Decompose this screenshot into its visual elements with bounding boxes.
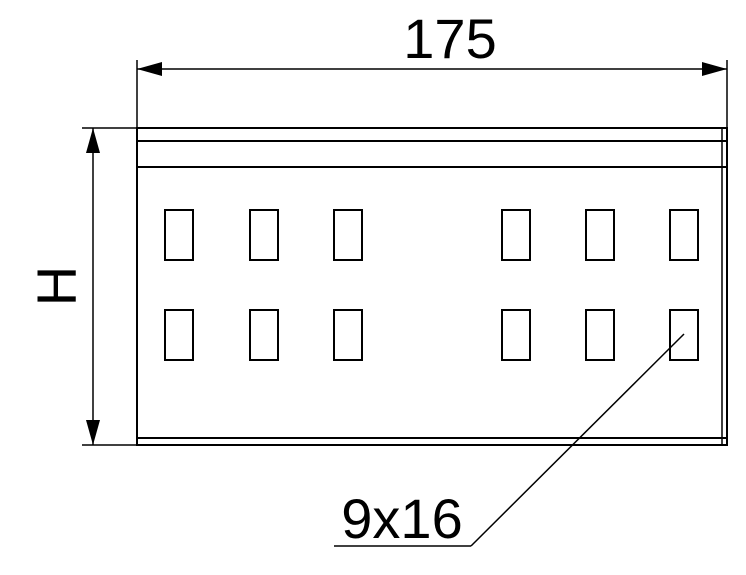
slot-callout: 9x16	[334, 333, 685, 550]
width-arrow-left	[137, 62, 162, 76]
height-arrow-bottom	[86, 420, 100, 445]
width-label: 175	[403, 7, 496, 70]
slot-size-label: 9x16	[341, 487, 462, 550]
slot	[249, 209, 279, 261]
tray-body	[136, 127, 728, 446]
slot	[669, 209, 699, 261]
slot-leader-line	[470, 333, 685, 547]
height-dimension: H	[25, 127, 137, 446]
width-dimension: 175	[136, 7, 728, 128]
width-arrow-right	[702, 62, 727, 76]
slot	[164, 209, 194, 261]
slot	[501, 309, 531, 361]
slot	[333, 309, 363, 361]
slot	[164, 309, 194, 361]
slot	[249, 309, 279, 361]
height-label: H	[25, 266, 88, 306]
slot-row-top	[164, 209, 699, 261]
slot	[501, 209, 531, 261]
tray-outline	[136, 127, 728, 446]
slot-row-bottom	[164, 309, 699, 361]
slot	[585, 209, 615, 261]
height-arrow-top	[86, 128, 100, 153]
slot	[333, 209, 363, 261]
slot	[585, 309, 615, 361]
